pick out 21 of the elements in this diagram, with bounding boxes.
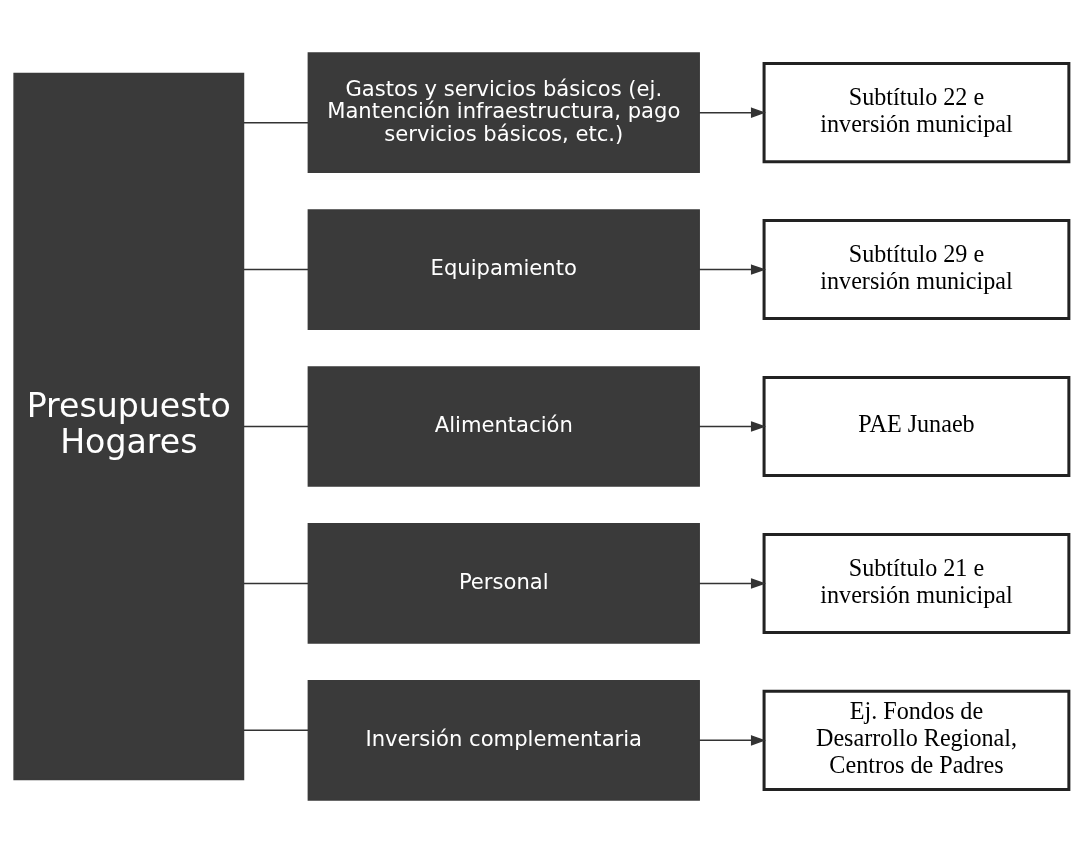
node-box: PAE Junaeb <box>762 375 1071 478</box>
node-box: Inversión complementaria <box>307 680 700 801</box>
node-box: Alimentación <box>307 366 700 487</box>
node-box: Gastos y servicios básicos (ej. Mantención infraestructura, pago servicios básicos, etc.) <box>307 52 700 173</box>
node-box: Subtítulo 22 e inversión municipal <box>762 62 1071 164</box>
node-box: Ej. Fondos de Desarrollo Regional, Centros de Padres <box>762 689 1071 791</box>
arrow <box>698 421 767 432</box>
connector <box>243 268 309 271</box>
node-box: Equipamiento <box>307 209 700 330</box>
arrow <box>698 107 767 118</box>
node-box: Subtítulo 21 e inversión municipal <box>762 532 1071 634</box>
arrow <box>698 578 767 589</box>
connector <box>243 582 309 585</box>
arrow <box>698 735 767 746</box>
connector <box>243 122 309 124</box>
connector <box>243 425 309 428</box>
node-box: Presupuesto Hogares <box>13 72 245 781</box>
arrow <box>698 264 767 275</box>
node-box: Subtítulo 29 e inversión municipal <box>762 219 1071 321</box>
node-box: Personal <box>307 523 700 644</box>
connector <box>243 729 309 731</box>
